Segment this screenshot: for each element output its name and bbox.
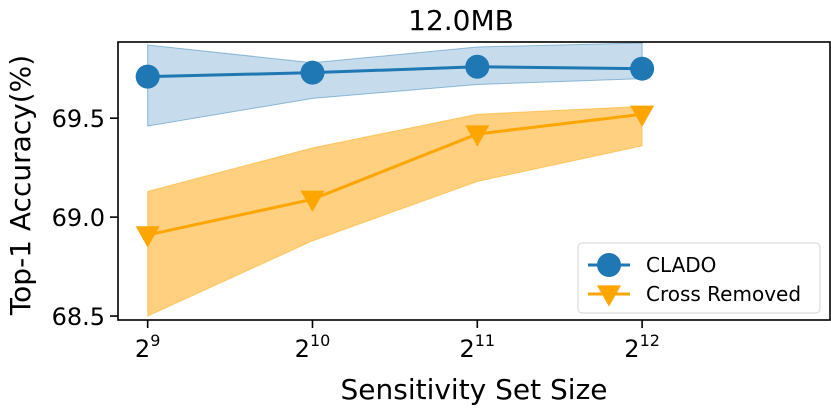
series-markers	[135, 54, 655, 248]
marker-series-1-point-3	[630, 105, 655, 127]
legend-marker-series-1	[597, 285, 621, 307]
x-tick-label: 211	[459, 331, 495, 363]
line-series-0	[147, 65, 643, 79]
x-axis-label: Sensitivity Set Size	[340, 373, 607, 406]
marker-series-1-point-0	[135, 226, 160, 248]
x-tick-label: 210	[295, 331, 331, 363]
x-tick-label: 212	[624, 331, 660, 363]
marker-series-0-point-3	[630, 56, 655, 81]
series-lines	[147, 65, 643, 237]
y-axis-ticks: 68.5 69.0 69.5	[52, 105, 118, 331]
legend-marker-series-0	[597, 253, 621, 277]
legend: CLADO Cross Removed	[577, 242, 821, 314]
y-tick-label: 69.0	[52, 204, 105, 232]
y-tick-label: 68.5	[52, 303, 105, 331]
marker-series-1-point-2	[465, 125, 490, 147]
chart-title: 12.0MB	[408, 4, 514, 37]
y-tick-label: 69.5	[52, 105, 105, 133]
plot-frame	[117, 41, 831, 321]
x-tick-label: 29	[135, 331, 160, 363]
confidence-band-series-1	[147, 105, 643, 317]
marker-series-0-point-0	[135, 64, 160, 89]
legend-label-series-1: Cross Removed	[646, 282, 801, 306]
marker-series-0-point-2	[465, 54, 490, 79]
marker-series-0-point-1	[300, 60, 325, 85]
x-axis-ticks: 29 210 211 212	[135, 320, 660, 363]
marker-series-1-point-1	[300, 190, 325, 212]
legend-box	[577, 242, 821, 314]
confidence-bands	[147, 42, 643, 317]
line-series-1	[147, 112, 643, 237]
legend-label-series-0: CLADO	[646, 253, 716, 277]
y-axis-label: Top-1 Accuracy(%)	[4, 55, 37, 316]
